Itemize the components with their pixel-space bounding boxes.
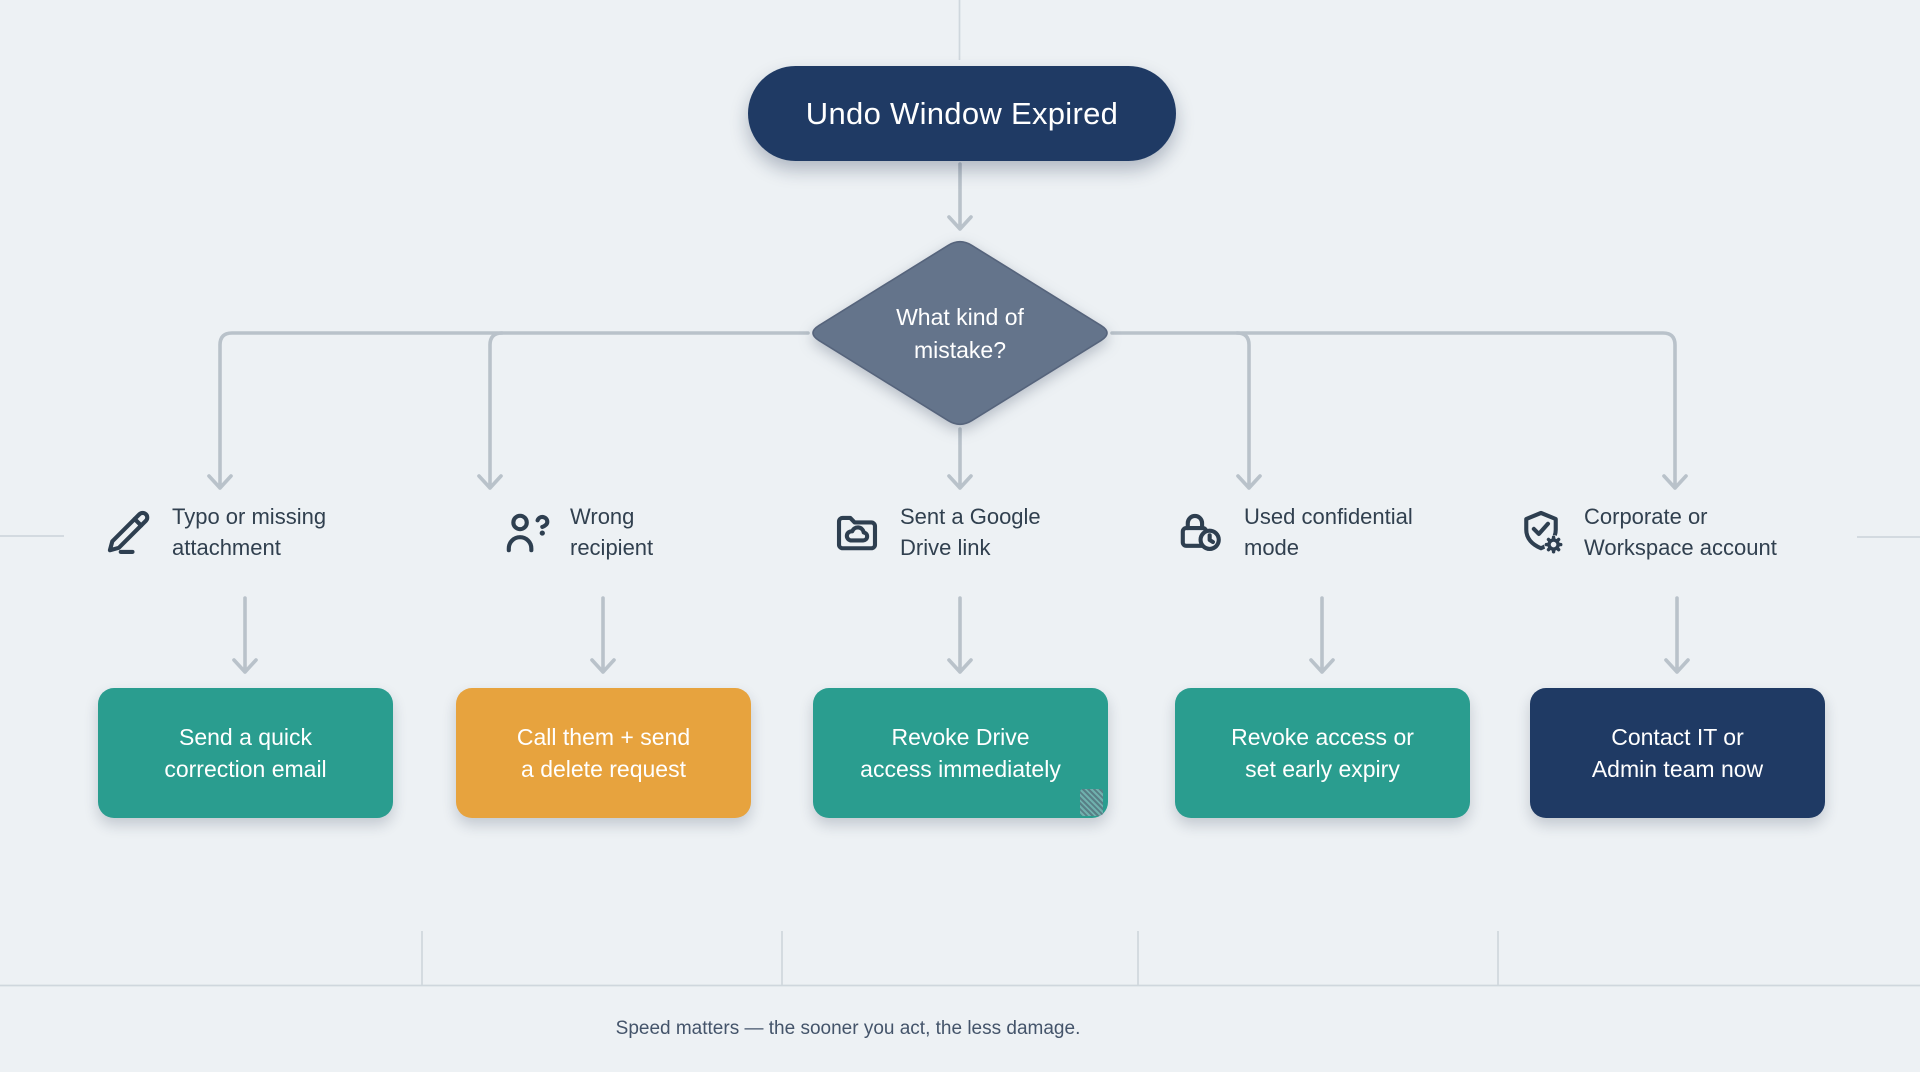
action-contact-it: Contact IT or Admin team now — [1530, 688, 1825, 818]
frame-guide-lines — [0, 0, 1920, 987]
lock-clock-icon — [1180, 513, 1221, 551]
user-question-icon — [506, 513, 550, 553]
action-revoke-access: Revoke access or set early expiry — [1175, 688, 1470, 818]
folder-cloud-icon — [836, 515, 878, 551]
branch-label: Wrong recipient — [570, 504, 654, 560]
branch-label: Typo or missing attachment — [172, 504, 327, 560]
branch-drive-link: Sent a Google Drive link — [831, 501, 1041, 563]
branch-workspace-account: Corporate or Workspace account — [1515, 501, 1777, 563]
action-correction-email: Send a quick correction email — [98, 688, 393, 818]
title-node: Undo Window Expired — [748, 66, 1176, 161]
branch-confidential-mode: Used confidential mode — [1175, 501, 1413, 563]
footer-caption: Speed matters — the sooner you act, the … — [615, 1018, 1081, 1039]
branch-typo: Typo or missing attachment — [103, 501, 326, 563]
pixel-artifact — [1080, 789, 1103, 816]
branch-wrong-recipient: Wrong recipient — [501, 501, 653, 563]
branch-label: Sent a Google Drive link — [900, 504, 1041, 560]
action-delete-request: Call them + send a delete request — [456, 688, 751, 818]
action-revoke-drive: Revoke Drive access immediately — [813, 688, 1108, 818]
branch-label: Used confidential mode — [1244, 504, 1413, 560]
decision-diamond — [812, 240, 1108, 426]
branch-label: Corporate or Workspace account — [1584, 504, 1777, 560]
connector-arrows — [207, 162, 1690, 674]
decision-label: What kind of mistake? — [896, 304, 1024, 363]
shield-check-gear-icon — [1524, 510, 1563, 554]
pencil-line-icon — [107, 510, 150, 554]
